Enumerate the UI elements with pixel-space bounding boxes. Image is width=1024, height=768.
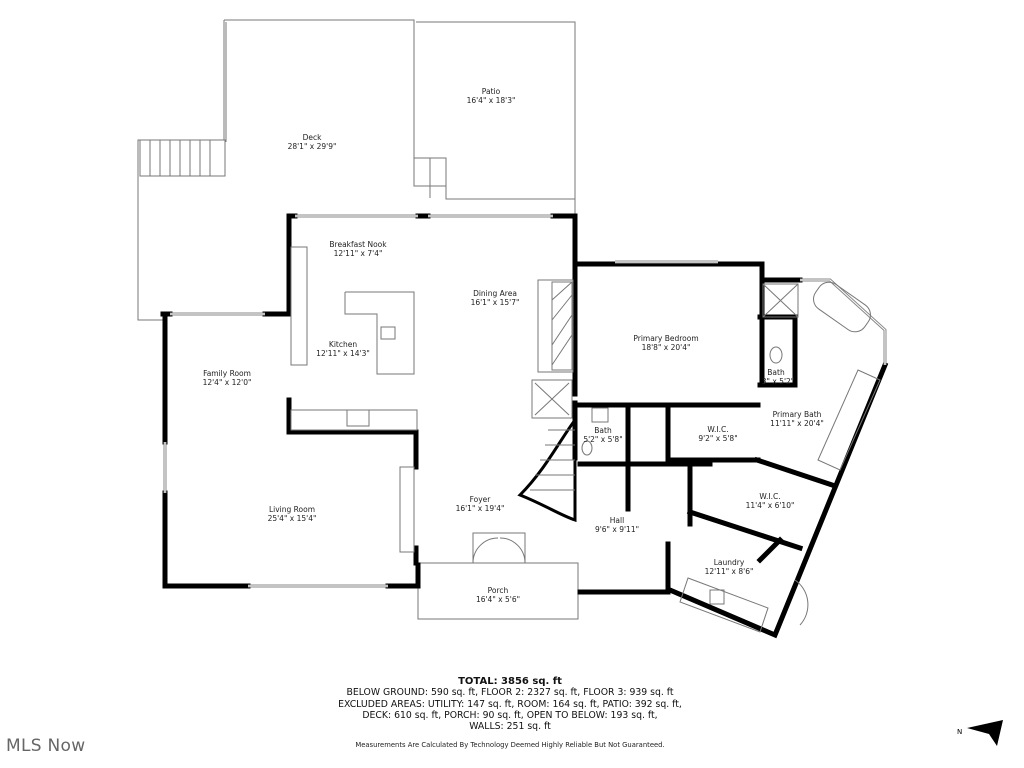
summary-line: BELOW GROUND: 590 sq. ft, FLOOR 2: 2327 … [346,687,674,699]
svg-text:Primary Bath: Primary Bath [773,410,822,419]
summary-line: EXCLUDED AREAS: UTILITY: 147 sq. ft, ROO… [338,698,682,710]
kitchen-counter [290,246,308,366]
laundry-door-icon [794,579,809,626]
svg-text:Hall: Hall [610,516,624,525]
svg-text:Patio: Patio [482,87,501,96]
range-icon [346,409,370,427]
svg-text:18'8" x 20'4": 18'8" x 20'4" [642,343,691,352]
svg-text:3" x 5'2": 3" x 5'2" [762,377,794,386]
summary-line: DECK: 610 sq. ft, PORCH: 90 sq. ft, OPEN… [362,709,658,721]
svg-text:12'11" x 7'4": 12'11" x 7'4" [334,249,383,258]
svg-text:12'4" x 12'0": 12'4" x 12'0" [203,378,252,387]
living-room-cabinet [399,466,415,553]
front-door-icon [472,532,526,564]
laundry-counter [679,577,769,633]
room-label-wic-1: W.I.C.9'2" x 5'8" [698,425,737,443]
vanity-icon [817,369,881,471]
kitchen-counter-bottom [290,409,418,431]
svg-text:5'2" x 5'8": 5'2" x 5'8" [583,435,622,444]
svg-text:Primary Bedroom: Primary Bedroom [633,334,698,343]
north-label: N [957,728,962,736]
svg-text:11'11" x 20'4": 11'11" x 20'4" [770,419,824,428]
patio-outline [416,21,576,216]
svg-text:W.I.C.: W.I.C. [759,492,780,501]
toilet-icon [581,346,783,456]
svg-text:Porch: Porch [488,586,509,595]
shower-icon [762,283,799,318]
svg-text:Laundry: Laundry [714,558,745,567]
svg-text:28'1" x 29'9": 28'1" x 29'9" [288,142,337,151]
svg-text:12'11" x 8'6": 12'11" x 8'6" [705,567,754,576]
svg-text:Foyer: Foyer [470,495,492,504]
svg-text:9'2" x 5'8": 9'2" x 5'8" [698,434,737,443]
svg-text:11'4" x 6'10": 11'4" x 6'10" [746,501,795,510]
svg-text:Family Room: Family Room [203,369,251,378]
mls-now-logo: MLS Now [6,736,86,756]
svg-text:Living Room: Living Room [269,505,315,514]
fireplace-icon [537,279,574,373]
room-label-wic-2: W.I.C.11'4" x 6'10" [746,492,795,510]
svg-text:Bath: Bath [594,426,612,435]
disclaimer: Measurements Are Calculated By Technolog… [355,741,665,750]
svg-text:16'1" x 19'4": 16'1" x 19'4" [456,504,505,513]
svg-text:12'11" x 14'3": 12'11" x 14'3" [316,349,370,358]
svg-text:Deck: Deck [303,133,323,142]
kitchen-island [344,291,415,375]
svg-text:16'4" x 18'3": 16'4" x 18'3" [467,96,516,105]
svg-text:Dining Area: Dining Area [473,289,517,298]
bathtub-icon [813,281,871,333]
svg-text:16'1" x 15'7": 16'1" x 15'7" [471,298,520,307]
windows [163,214,887,588]
summary-line: WALLS: 251 sq. ft [469,721,551,733]
svg-text:Kitchen: Kitchen [329,340,357,349]
deck-outline [137,19,447,321]
svg-text:Breakfast Nook: Breakfast Nook [329,240,387,249]
north-arrow-icon: N [957,720,1003,746]
area-summary: TOTAL: 3856 sq. ft BELOW GROUND: 590 sq.… [230,676,790,752]
svg-text:9'6" x 9'11": 9'6" x 9'11" [595,525,639,534]
sink-icon [591,407,609,423]
svg-text:16'4" x 5'6": 16'4" x 5'6" [476,595,520,604]
deck-stairs-icon [139,139,226,177]
svg-text:25'4" x 15'4": 25'4" x 15'4" [268,514,317,523]
staircase-icon [517,415,577,523]
elevator-icon [531,379,573,419]
walls [160,213,889,639]
svg-text:Bath: Bath [767,368,785,377]
total-area: TOTAL: 3856 sq. ft [458,676,562,687]
svg-text:W.I.C.: W.I.C. [707,425,728,434]
